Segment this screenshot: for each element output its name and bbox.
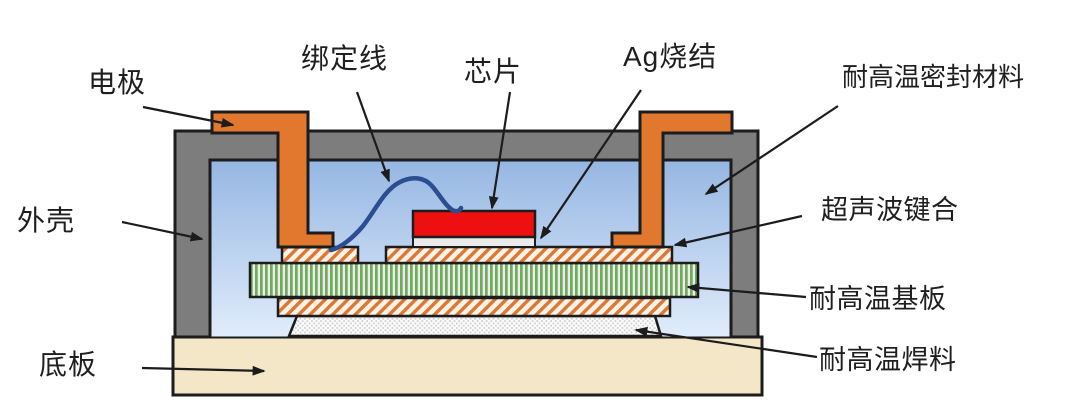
label-seal-material: 耐高温密封材料 — [842, 62, 1025, 92]
leader-seal-material — [704, 105, 839, 195]
leader-substrate — [686, 283, 807, 299]
leader-ag-sinter — [540, 89, 642, 240]
leader-solder — [634, 326, 818, 359]
right-electrode-shape — [610, 110, 734, 249]
label-shell: 外壳 — [17, 205, 76, 236]
leader-base-plate — [141, 365, 266, 376]
label-electrode: 电极 — [88, 67, 147, 98]
left-pad-shape — [280, 245, 360, 265]
lower-attach-layer-shape — [276, 296, 672, 318]
outer-shell-shape — [173, 129, 760, 339]
label-base-plate: 底板 — [39, 349, 98, 380]
left-electrode-shape — [210, 110, 335, 249]
leader-ultrasonic-bonding — [673, 214, 803, 248]
leader-electrode — [142, 105, 235, 128]
substrate-shape — [248, 261, 700, 299]
label-chip: 芯片 — [464, 56, 523, 87]
leader-bonding-wire — [355, 91, 391, 183]
ag-sinter-layer-shape — [412, 236, 536, 248]
label-substrate: 耐高温基板 — [809, 284, 947, 314]
label-bonding-wire: 绑定线 — [301, 43, 389, 74]
leader-chip — [488, 91, 512, 210]
leader-lines — [121, 89, 839, 376]
label-ag-sinter: Ag烧结 — [623, 41, 718, 72]
bonding-wire-path — [328, 176, 464, 253]
solder-layer-shape — [287, 314, 663, 338]
center-pad-shape — [384, 245, 674, 265]
base-plate-shape — [171, 335, 764, 397]
chip-shape — [411, 209, 537, 239]
label-ultrasonic-bonding: 超声波键合 — [821, 195, 959, 225]
label-solder: 耐高温焊料 — [819, 345, 957, 375]
leader-shell — [121, 220, 204, 242]
